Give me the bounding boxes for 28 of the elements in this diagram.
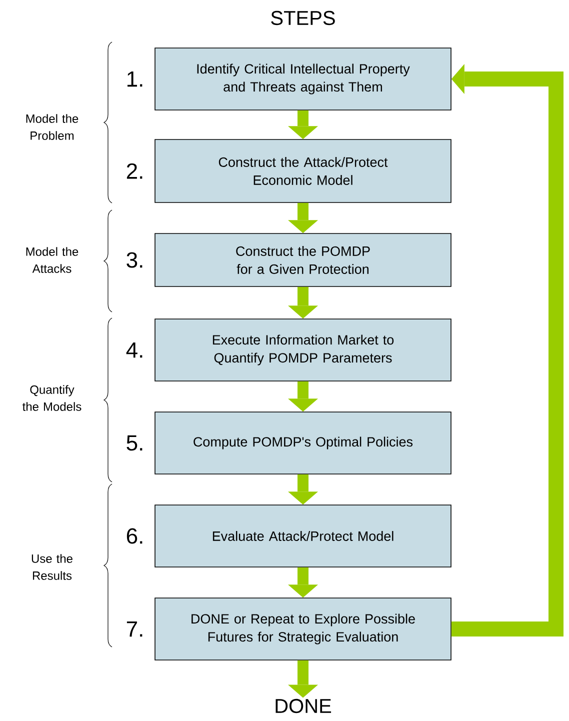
- arrow: [451, 64, 564, 636]
- process-box: Construct the POMDP for a Given Protection: [154, 233, 452, 287]
- step-number: 5.: [126, 435, 142, 451]
- group-label: Model the Problem: [26, 114, 78, 140]
- arrow: [288, 567, 318, 598]
- step-number: 1.: [128, 71, 142, 87]
- arrow: [288, 474, 318, 505]
- process-box: DONE or Repeat to Explore Possible Futures for Strategic Evaluation: [154, 598, 452, 660]
- arrow: [288, 202, 318, 234]
- process-box: Evaluate Attack/Protect Model: [154, 504, 452, 568]
- process-box: Identify Critical Intellectual Property and Threats against Them: [154, 48, 452, 110]
- step-number: 2.: [126, 163, 142, 179]
- step-number: 4.: [126, 342, 142, 358]
- arrow: [288, 660, 318, 698]
- process-box: Construct the Attack/Protect Economic Model: [154, 139, 452, 203]
- arrow: [288, 381, 318, 412]
- end-label: DONE: [276, 698, 332, 714]
- arrow: [288, 110, 318, 140]
- group-label: Quantify the Models: [22, 385, 82, 411]
- process-box: Compute POMDP's Optimal Policies: [154, 412, 452, 474]
- group-label: Use the Results: [32, 554, 72, 580]
- step-number: 7.: [126, 621, 142, 637]
- title: STEPS: [271, 10, 335, 26]
- process-box: Execute Information Market to Quantify POMDP Parameters: [154, 318, 452, 382]
- step-number: 6.: [126, 528, 142, 544]
- step-number: 3.: [126, 252, 142, 268]
- arrow: [288, 286, 318, 319]
- group-label: Model the Attacks: [26, 247, 78, 273]
